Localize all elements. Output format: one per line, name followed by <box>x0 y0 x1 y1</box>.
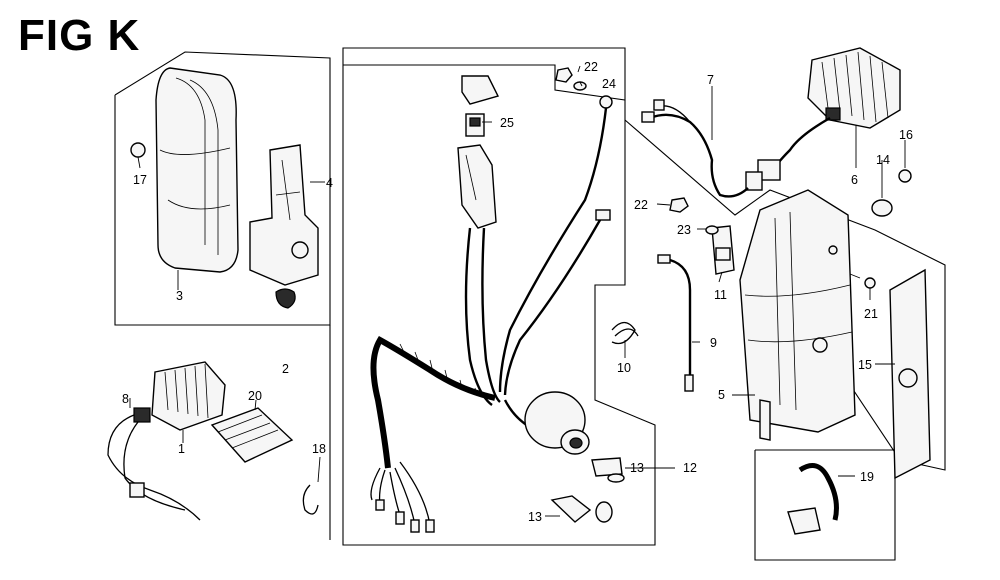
callout-21: 21 <box>864 307 878 321</box>
callout-17: 17 <box>133 173 147 187</box>
callout-22-top: 22 <box>584 60 598 74</box>
part-19-strap <box>787 463 839 535</box>
callout-15: 15 <box>858 358 872 372</box>
callout-5: 5 <box>718 388 725 402</box>
frame-2 <box>114 51 331 326</box>
callout-10: 10 <box>617 361 631 375</box>
part-17-screw <box>130 142 146 169</box>
frame-19 <box>754 449 896 561</box>
figure-title: FIG K <box>18 11 141 60</box>
callout-16: 16 <box>899 128 913 142</box>
callout-12: 12 <box>683 461 697 475</box>
callout-20: 20 <box>248 389 262 403</box>
callout-3: 3 <box>176 289 183 303</box>
part-3-cover <box>155 67 239 273</box>
callout-19: 19 <box>860 470 874 484</box>
part-22-nut <box>669 197 689 213</box>
part-10-clip <box>611 321 639 345</box>
callout-13-upper: 13 <box>630 461 644 475</box>
part-4-bracket <box>249 144 319 309</box>
part-18-clip <box>302 484 319 515</box>
leader-lines <box>129 65 906 517</box>
callout-9: 9 <box>710 336 717 350</box>
part-14-grommet <box>871 199 893 217</box>
callout-13-lower: 13 <box>528 510 542 524</box>
part-12-harness <box>370 67 625 533</box>
callout-23: 23 <box>677 223 691 237</box>
callout-25: 25 <box>500 116 514 130</box>
callout-4: 4 <box>326 176 333 190</box>
callout-8: 8 <box>122 392 129 406</box>
part-16-screw <box>898 169 912 183</box>
callout-2: 2 <box>282 362 289 376</box>
part-5-box <box>739 189 856 441</box>
callout-18: 18 <box>312 442 326 456</box>
callout-1: 1 <box>178 442 185 456</box>
part-23-clamp <box>705 225 719 235</box>
callout-labels: 3 17 4 2 8 1 20 18 22 24 25 7 6 14 16 22… <box>122 60 913 524</box>
part-1-rectifier <box>107 361 226 521</box>
part-9-wire <box>657 254 694 392</box>
part-21-bolt <box>849 273 876 289</box>
part-7-cable <box>641 99 831 198</box>
callout-24: 24 <box>602 77 616 91</box>
part-11-switch <box>711 225 735 275</box>
part-15-gasket <box>889 268 931 480</box>
part-20-pad <box>210 407 294 463</box>
callout-7: 7 <box>707 73 714 87</box>
callout-11: 11 <box>714 288 727 302</box>
part-6-regulator <box>807 47 901 129</box>
callout-22-mid: 22 <box>634 198 648 212</box>
callout-6: 6 <box>851 173 858 187</box>
callout-14: 14 <box>876 153 890 167</box>
frame-12-main <box>342 65 656 546</box>
